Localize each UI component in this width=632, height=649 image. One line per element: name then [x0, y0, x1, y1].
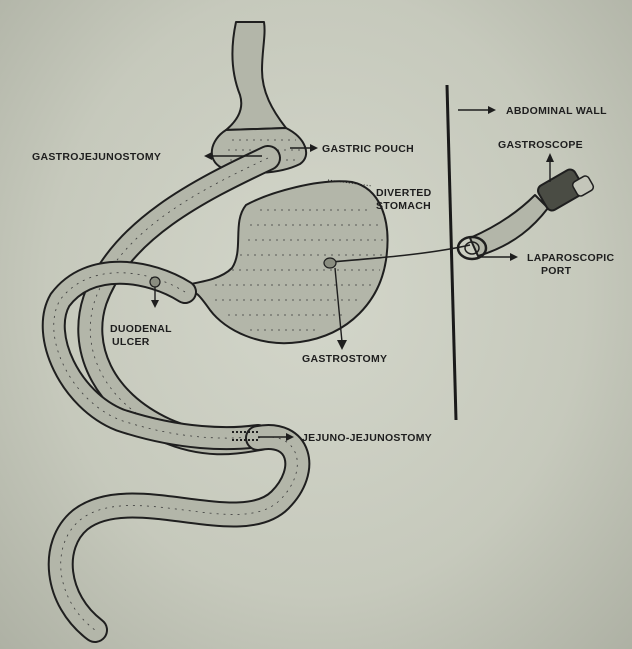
label-port: PORT — [541, 265, 572, 277]
common-channel — [47, 424, 311, 643]
label-diverted: DIVERTED — [376, 187, 432, 199]
duodenal-ulcer — [149, 276, 161, 288]
label-duodenal: DUODENAL — [110, 323, 172, 335]
label-jejuno-jejunostomy: JEJUNO-JEJUNOSTOMY — [302, 432, 432, 444]
label-abdominal-wall: ABDOMINAL WALL — [506, 105, 607, 117]
gastroscope-tube — [329, 244, 471, 263]
label-laparoscopic: LAPAROSCOPIC — [527, 252, 615, 264]
laparoscopic-port — [456, 235, 488, 261]
esophagus — [225, 21, 287, 131]
label-gastroscope: GASTROSCOPE — [498, 139, 583, 151]
jejuno-jejunostomy-site — [232, 431, 258, 441]
abdominal-wall — [445, 84, 458, 421]
diverted-stomach — [179, 180, 389, 345]
label-ulcer: ULCER — [112, 336, 150, 348]
gastrostomy-opening — [323, 257, 337, 269]
label-gastrojejunostomy: GASTROJEJUNOSTOMY — [32, 151, 161, 163]
gastroscope-body — [469, 194, 549, 257]
label-gastric-pouch: GASTRIC POUCH — [322, 143, 414, 155]
label-stomach: STOMACH — [376, 200, 431, 212]
label-gastrostomy: GASTROSTOMY — [302, 353, 387, 365]
